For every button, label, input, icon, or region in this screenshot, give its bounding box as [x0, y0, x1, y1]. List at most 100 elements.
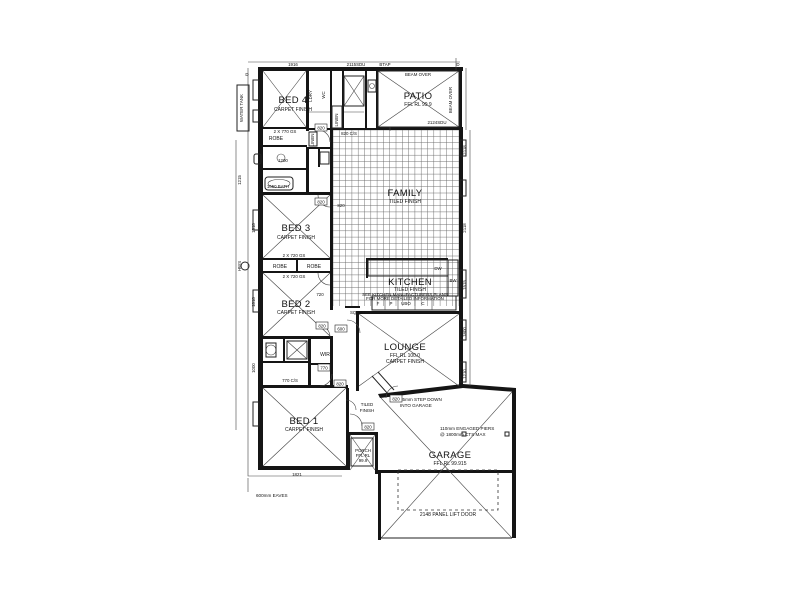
- door-tag-garage-text: 820: [392, 397, 400, 402]
- dimension-labels: 1916 2115SDU BTAP 2124SDU 1821 820 820 8…: [237, 62, 467, 477]
- kitchen-note-2: FOR MORE DETAILED INFORMATION: [366, 296, 444, 301]
- robes-bed4-note: 2 X 770 GS: [274, 129, 297, 134]
- entry-finish-1: TILED: [361, 402, 373, 407]
- patio-name: PATIO: [404, 91, 433, 102]
- family-name: FAMILY: [388, 188, 423, 199]
- door-tag-bed1: [333, 379, 347, 388]
- dishwasher-label: DW: [434, 266, 442, 271]
- door-tag-bed1-text: 820: [336, 382, 344, 387]
- dim-720: 720: [316, 292, 324, 297]
- dim-patio-sdu: 2124SDU: [427, 120, 446, 125]
- bed4-name: BED 4: [279, 95, 308, 106]
- kitchen-name: KITCHEN: [388, 277, 432, 288]
- dim-2118a: 2118: [462, 145, 467, 155]
- beam-over-top: BEAM OVER: [405, 72, 431, 77]
- bed3-name: BED 3: [282, 223, 311, 234]
- lounge-level: FFL RL 100.0: [390, 353, 420, 359]
- internal-walls: [263, 71, 463, 436]
- linen1-label: LINEN: [334, 114, 339, 127]
- kitchen-finish: TILED FINISH: [394, 287, 426, 293]
- entry-finish-2: FINISH: [360, 408, 374, 413]
- ldry-label: LDRY: [308, 90, 313, 102]
- door-tag-wir-text: 770: [320, 366, 328, 371]
- family-tile-grid: [333, 130, 461, 306]
- beam-over-side: BEAM OVER: [448, 87, 453, 113]
- porch-level: FFL RL: [356, 453, 371, 458]
- door-tag-bed4-text: 820: [317, 126, 325, 131]
- bed4-finish: CARPET FINISH: [274, 107, 312, 113]
- door-tag-bed2: [315, 321, 329, 330]
- door-tag-bed3-text: 820: [317, 200, 325, 205]
- dim-1818: 1818: [251, 297, 256, 307]
- dim-top-1: 1916: [288, 62, 298, 67]
- family-door-note: 820 C/S: [341, 131, 357, 136]
- dim-2118b: 2118: [462, 223, 467, 233]
- lounge-name: LOUNGE: [384, 342, 426, 353]
- robe4-label: ROBE: [269, 136, 284, 142]
- door-tag-bed4: [314, 123, 328, 132]
- robes-bed2-note: 2 X 720 GS: [283, 274, 306, 279]
- water-tank-label: WATER TANK: [239, 94, 244, 122]
- oven-label: C: [421, 301, 424, 306]
- fixtures: [235, 58, 513, 539]
- dim-1200: 1200: [278, 158, 288, 163]
- door-tag-lounge-text: 600: [337, 327, 345, 332]
- piers-note-2: @ 1800mm CTS MAX: [440, 432, 486, 437]
- dp-mark: D: [245, 72, 248, 77]
- lounge-finish: CARPET FINISH: [386, 359, 424, 365]
- dim-1212: 1215: [237, 175, 242, 185]
- piers-note-1: 110mm ENGAGED PIERS: [440, 426, 494, 431]
- kitchen-note-1: SEE KITCHEN MANUFACTURERS PLANS: [362, 292, 448, 297]
- outer-walls: [258, 67, 516, 540]
- wc-label: WC: [321, 91, 326, 98]
- garage-name: GARAGE: [429, 450, 471, 461]
- dim-1210: 1210: [462, 369, 467, 379]
- step-down-note-1: 85mm STEP DOWN: [400, 397, 442, 402]
- porch-name: PORCH: [355, 448, 371, 453]
- linen2-label: LINEN: [310, 134, 315, 147]
- dim-1518: 1518: [251, 223, 256, 233]
- plan-notes: SEE KITCHEN MANUFACTURERS PLANS FOR MORE…: [237, 72, 494, 518]
- dim-1000: 1000: [251, 363, 256, 373]
- wir-label: WIR: [320, 352, 330, 358]
- bed1-name: BED 1: [290, 416, 319, 427]
- porch-level-value: 99.9: [359, 458, 368, 463]
- bed1-finish: CARPET FINISH: [285, 427, 323, 433]
- wir-robe-note: 770 C/S: [282, 378, 298, 383]
- sink-label: UBO: [401, 301, 411, 306]
- dp-mark-right: D: [456, 62, 459, 67]
- fridge-label: F: [377, 301, 380, 306]
- robes-bed3-note: 2 X 720 GS: [283, 253, 306, 258]
- door-tag-porch-text: 820: [364, 425, 372, 430]
- robe2-label: ROBE: [307, 264, 322, 270]
- dim-top-2: 2115SDU: [347, 62, 366, 67]
- garage-level: FFL RL 99.915: [434, 461, 467, 467]
- bath-label: 1650 BATH: [267, 184, 289, 189]
- dim-1515: 1515: [462, 280, 467, 290]
- dim-top-3: BTAP: [379, 62, 390, 67]
- bed2-finish: CARPET FINISH: [277, 310, 315, 316]
- bed2-name: BED 2: [282, 299, 311, 310]
- bw-label: BW: [449, 278, 457, 283]
- bed3-finish: CARPET FINISH: [277, 235, 315, 241]
- eaves-note: 600mm EAVES: [256, 493, 288, 498]
- door-tag-lounge: [334, 324, 348, 333]
- dim-bottom: 1821: [292, 472, 302, 477]
- door-tag-bed3: [314, 197, 328, 206]
- pantry-label: P: [390, 301, 393, 306]
- dim-1800: 1800: [462, 327, 467, 337]
- door-tag-wir: [317, 363, 331, 372]
- appliance-labels: DW F P UBO C BW: [377, 266, 458, 306]
- room-labels: BED 4 CARPET FINISH PATIO FFL RL 99.9 FA…: [267, 90, 471, 467]
- patio-level: FFL RL 99.9: [404, 102, 432, 108]
- door-tag-garage: [389, 394, 403, 403]
- dim-820b: 820: [337, 203, 345, 208]
- hws-label: HWS: [237, 261, 242, 271]
- family-finish: TILED FINISH: [389, 199, 421, 205]
- step-down-note-2: INTO GARAGE: [400, 403, 432, 408]
- door-tag-porch: [361, 422, 375, 431]
- sq-set-note: SQ SET: [350, 310, 366, 315]
- robe3-label: ROBE: [273, 264, 288, 270]
- door-tag-bed2-text: 820: [318, 324, 326, 329]
